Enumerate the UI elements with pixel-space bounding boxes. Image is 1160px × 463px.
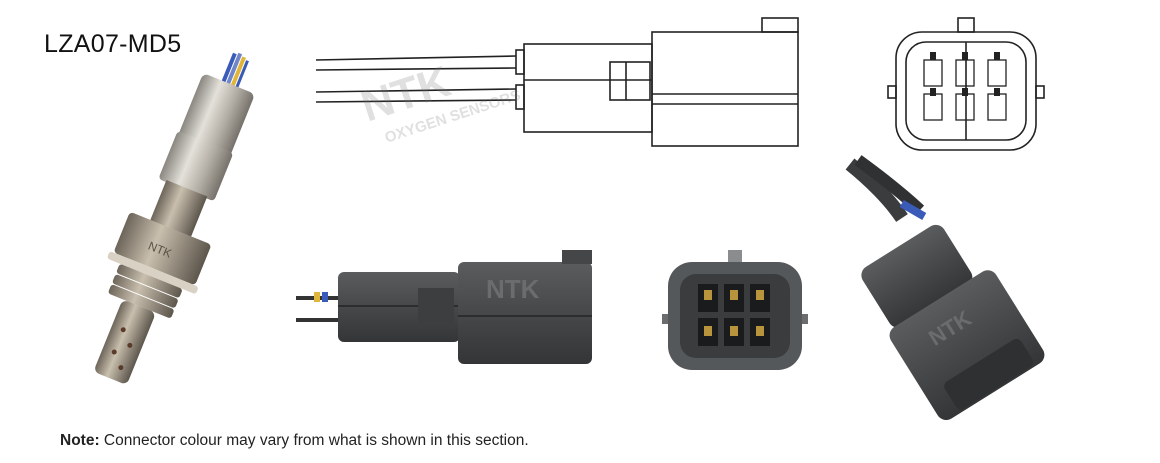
ntk-logo-side: NTK [486,274,540,304]
connector-face-drawing [887,17,1045,151]
connector-side-photo: NTK [296,250,592,364]
note-text: Connector colour may vary from what is s… [103,432,529,449]
connector-face-photo [662,250,808,370]
connector-angled-photo: NTK [845,155,1045,421]
connector-side-drawing [315,17,799,147]
part-number-title: LZA07-MD5 [44,30,182,58]
ntk-watermark: NTK OXYGEN SENSORS [355,57,523,147]
oxygen-sensor-image: NTK [95,52,254,384]
disclaimer-note: Note: Connector colour may vary from wha… [60,432,529,450]
note-label: Note: [60,432,100,449]
